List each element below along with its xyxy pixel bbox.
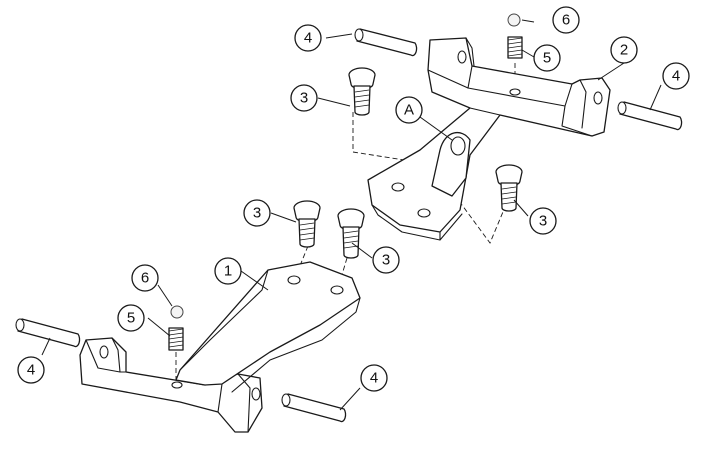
callout-6-upper: 6 <box>552 6 580 34</box>
callout-6-label: 6 <box>141 270 149 287</box>
callout-6-lower: 6 <box>131 264 159 292</box>
screw-hole <box>391 182 405 192</box>
callout-4-top-left: 4 <box>294 24 322 52</box>
callout-3-upper-right: 3 <box>529 207 557 235</box>
callout-4-bottom: 4 <box>360 364 388 392</box>
callout-4-left: 4 <box>17 356 45 384</box>
pin-left <box>15 318 81 348</box>
bracket-edge <box>465 37 475 67</box>
callout-3-label: 3 <box>382 252 390 269</box>
callout-4-right: 4 <box>662 62 690 90</box>
callout-1: 1 <box>214 257 242 285</box>
screw-hole <box>287 275 301 285</box>
bracket-edge <box>85 339 127 373</box>
callout-2-label: 2 <box>620 42 628 59</box>
lower-bracket <box>79 245 361 433</box>
pin-top-left <box>354 28 418 57</box>
pin-hole <box>99 345 109 359</box>
spring-lower <box>168 327 184 351</box>
callout-A-label: A <box>404 102 414 119</box>
callout-3-label: 3 <box>539 213 547 230</box>
upper-bracket-body <box>367 37 611 233</box>
bracket-edge <box>561 105 593 137</box>
callout-A: A <box>395 96 423 124</box>
callout-2: 2 <box>610 36 638 64</box>
bracket-edge <box>179 269 269 371</box>
bracket-edge <box>467 65 573 107</box>
upper-bracket <box>352 37 611 244</box>
bracket-edge <box>469 107 501 116</box>
bracket-edge <box>231 297 361 393</box>
screw-upper-right <box>495 164 523 212</box>
lower-bracket-arm <box>175 261 361 386</box>
callout-4-label: 4 <box>27 362 35 379</box>
callout-3-label: 3 <box>300 90 308 107</box>
screw-hole <box>330 285 344 295</box>
callout-3-lower-left: 3 <box>243 199 271 227</box>
callout-5-label: 5 <box>127 310 135 327</box>
callout-4-label: 4 <box>304 30 312 47</box>
pin-hole <box>593 91 603 105</box>
bracket-edge <box>237 373 251 433</box>
callout-3-label: 3 <box>253 205 261 222</box>
bracket-edge <box>217 383 223 413</box>
detent-ball-upper <box>507 13 521 27</box>
pivot-hole <box>450 136 466 156</box>
callout-4-label: 4 <box>672 68 680 85</box>
callout-5-lower: 5 <box>117 304 145 332</box>
guide-line <box>424 179 506 244</box>
screw-hole <box>417 208 431 218</box>
spring-upper <box>507 36 523 59</box>
callout-3-lower-right: 3 <box>372 246 400 274</box>
detent-ball-lower <box>170 305 184 319</box>
callout-5-upper: 5 <box>533 44 561 72</box>
bracket-edge <box>111 337 121 373</box>
callout-4-label: 4 <box>370 370 378 387</box>
bracket-edge <box>427 69 469 89</box>
screw-lower-right <box>337 208 365 259</box>
callout-5-label: 5 <box>543 50 551 67</box>
pin-bottom <box>281 393 347 423</box>
pin-hole <box>457 50 467 64</box>
lower-bracket-foot <box>79 337 263 433</box>
screw-lower-left <box>293 200 321 248</box>
leader-lines <box>41 19 662 411</box>
screw-upper-left <box>348 67 376 116</box>
bracket-edge <box>371 204 463 241</box>
spring-hole <box>171 381 183 389</box>
callout-1-label: 1 <box>224 263 232 280</box>
callout-3-upper-left: 3 <box>290 84 318 112</box>
callout-6-label: 6 <box>562 12 570 29</box>
pin-hole <box>251 387 261 401</box>
pin-right <box>617 101 683 131</box>
bracket-edge <box>579 79 587 129</box>
spring-hole <box>509 88 521 96</box>
